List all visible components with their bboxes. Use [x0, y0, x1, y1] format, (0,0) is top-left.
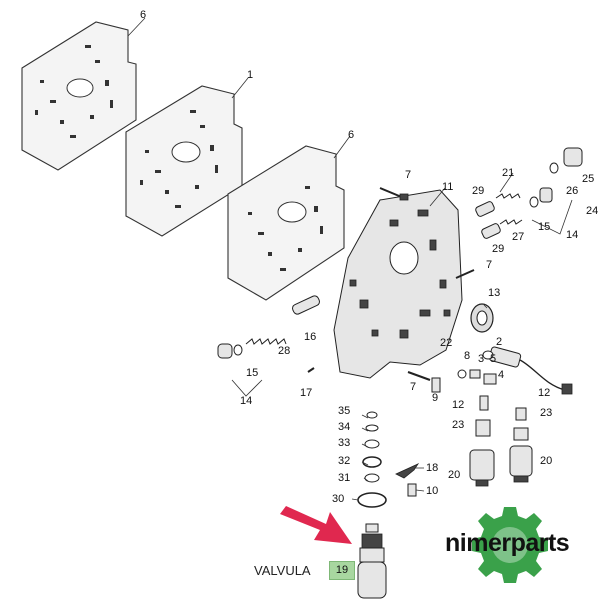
arrow-icon [280, 506, 352, 544]
callout-20-right: 20 [540, 455, 552, 467]
callout-27: 27 [512, 231, 524, 243]
valve-body-11 [333, 189, 463, 379]
callout-11: 11 [442, 181, 453, 193]
small-parts-cluster [431, 350, 497, 393]
callout-4: 4 [498, 369, 504, 381]
callout-32: 32 [338, 455, 350, 467]
separator-plate-6-top [21, 21, 137, 171]
callout-16: 16 [304, 331, 316, 343]
callout-12-left: 12 [452, 399, 464, 411]
callout-8: 8 [464, 350, 470, 362]
callout-21: 21 [502, 167, 514, 179]
callout-34: 34 [338, 421, 350, 433]
pin-17 [307, 367, 315, 373]
bolt-7-right [455, 269, 475, 279]
bolt-10 [407, 483, 417, 497]
separator-plate-6-lower [227, 145, 345, 301]
spring-21 [495, 193, 521, 199]
callout-3: 3 [478, 353, 484, 365]
bolt-7-lower [407, 371, 431, 381]
callout-15-right: 15 [538, 221, 550, 233]
callout-5: 5 [490, 353, 496, 365]
callout-22: 22 [440, 337, 452, 349]
sensor-20-left [469, 395, 495, 487]
seal-13 [470, 303, 494, 333]
solenoid-2 [488, 346, 573, 395]
sensor-20-right [509, 407, 533, 483]
callout-labels: 6 1 6 11 7 21 29 29 26 25 24 15 14 27 7 … [140, 9, 598, 505]
brand-name: nimerparts [445, 529, 569, 557]
callout-29-upper: 29 [472, 185, 484, 197]
spool-29-lower [481, 223, 501, 239]
spring-27 [499, 219, 523, 225]
callout-6-top: 6 [140, 9, 146, 21]
spool-29-upper [475, 201, 495, 217]
leader-lines [127, 17, 573, 501]
callout-23-left: 23 [452, 419, 464, 431]
callout-12-right: 12 [538, 387, 550, 399]
plug-15-left [217, 343, 243, 359]
spring-28 [245, 338, 287, 345]
callout-20-left: 20 [448, 469, 460, 481]
plug-15-right [529, 187, 553, 208]
callout-33: 33 [338, 437, 350, 449]
callout-31: 31 [338, 472, 350, 484]
callout-30: 30 [332, 493, 344, 505]
valve-19 [357, 523, 387, 599]
callout-35: 35 [338, 405, 350, 417]
callout-7-right: 7 [486, 259, 492, 271]
callout-10: 10 [426, 485, 438, 497]
callout-26: 26 [566, 185, 578, 197]
callout-2: 2 [496, 336, 502, 348]
callout-14-left: 14 [240, 395, 252, 407]
gear-icon [472, 507, 548, 583]
callout-1: 1 [247, 69, 253, 81]
callout-25: 25 [582, 173, 594, 185]
callout-6-lower: 6 [348, 129, 354, 141]
bolt-7-top [379, 187, 409, 201]
callout-24: 24 [586, 205, 598, 217]
callout-14-right: 14 [566, 229, 578, 241]
highlight-label: VALVULA [254, 563, 311, 578]
callout-29-lower: 29 [492, 243, 504, 255]
callout-17: 17 [300, 387, 312, 399]
plug-26 [549, 147, 583, 174]
part-number-badge: 19 [329, 561, 355, 580]
callout-7-top: 7 [405, 169, 411, 181]
callout-15-left: 15 [246, 367, 258, 379]
callout-18: 18 [426, 462, 438, 474]
callout-9: 9 [432, 392, 438, 404]
oring-stack [357, 411, 387, 508]
callout-23-right: 23 [540, 407, 552, 419]
retainer-18 [395, 463, 420, 479]
callout-28: 28 [278, 345, 290, 357]
spool-16 [292, 295, 320, 315]
callout-13: 13 [488, 287, 500, 299]
separator-plate-1 [125, 85, 243, 237]
callout-7-lower: 7 [410, 381, 416, 393]
